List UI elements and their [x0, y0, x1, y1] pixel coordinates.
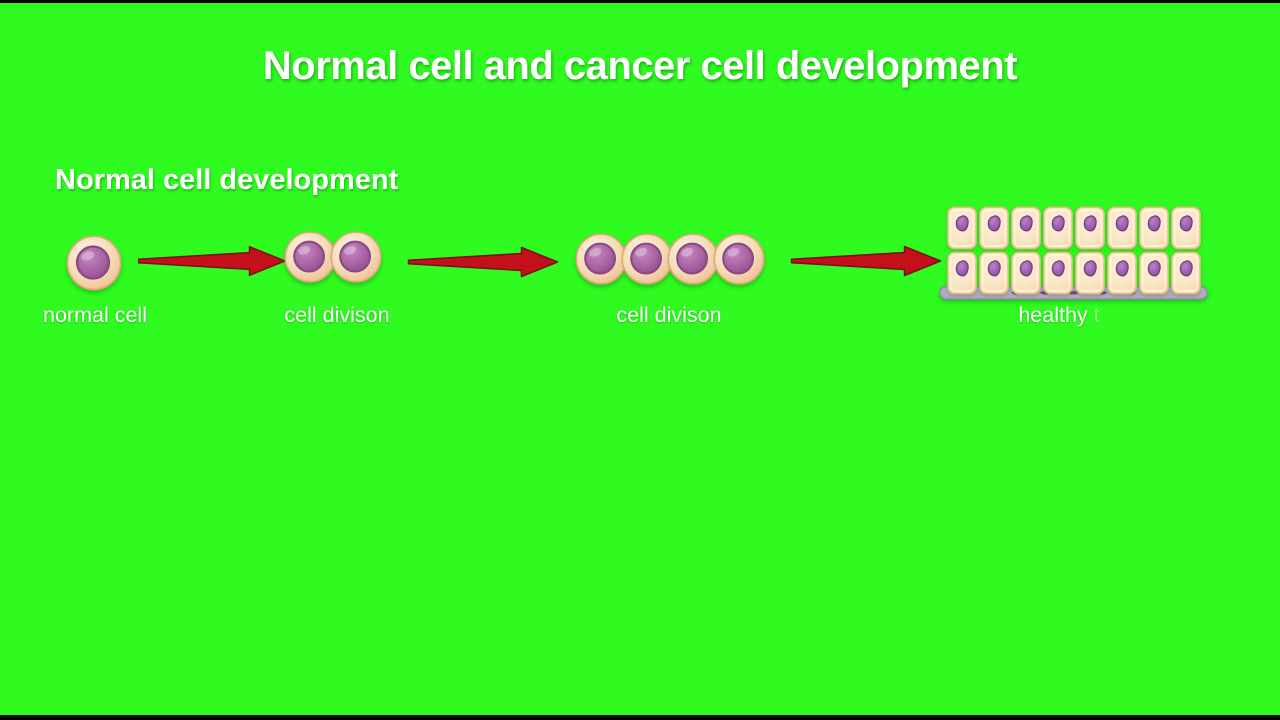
tissue-cell-icon	[1139, 206, 1169, 250]
tissue-cell-icon	[1075, 251, 1105, 295]
label-text: normal cell	[43, 303, 147, 327]
letterbox-bottom-bar	[0, 715, 1280, 720]
cell-icon	[66, 235, 122, 291]
tissue-grid	[947, 206, 1201, 295]
label-normal-cell: normal cell	[15, 303, 175, 333]
tissue-cell-icon	[1171, 206, 1201, 250]
tissue-cell-icon	[1107, 206, 1137, 250]
cell-icon	[621, 233, 673, 285]
label-cell-division-1: cell divison	[257, 303, 417, 333]
tissue-cell-icon	[1171, 251, 1201, 295]
tissue-cell-icon	[1011, 251, 1041, 295]
cell-division-group-2	[283, 230, 383, 284]
tissue-cell-icon	[1043, 251, 1073, 295]
arrow-right-icon	[138, 245, 286, 277]
label-typing-char: t	[1093, 303, 1100, 327]
tissue-cell-icon	[947, 251, 977, 295]
label-text: healthy	[1018, 303, 1088, 327]
tissue-cell-icon	[1075, 206, 1105, 250]
label-cell-division-2: cell divison	[589, 303, 749, 333]
tissue-cell-icon	[1043, 206, 1073, 250]
page-title: Normal cell and cancer cell development	[262, 44, 1018, 88]
tissue-cell-icon	[947, 206, 977, 250]
tissue-cell-icon	[979, 251, 1009, 295]
cell-icon	[330, 231, 382, 283]
cell-icon	[284, 231, 336, 283]
cell-icon	[713, 233, 765, 285]
letterbox-top-bar	[0, 0, 1280, 3]
cell-icon	[575, 233, 627, 285]
label-text: cell divison	[284, 303, 390, 327]
normal-cell-group	[65, 234, 123, 292]
tissue-cell-icon	[1011, 206, 1041, 250]
cell-icon	[667, 233, 719, 285]
label-text: cell divison	[616, 303, 722, 327]
tissue-cell-icon	[979, 206, 1009, 250]
arrow-right-icon	[790, 245, 942, 277]
arrow-right-icon	[407, 246, 559, 278]
tissue-cell-icon	[1139, 251, 1169, 295]
section-heading-normal-development: Normal cell development	[55, 164, 399, 196]
tissue-cell-icon	[1107, 251, 1137, 295]
cell-division-group-4	[574, 232, 766, 286]
